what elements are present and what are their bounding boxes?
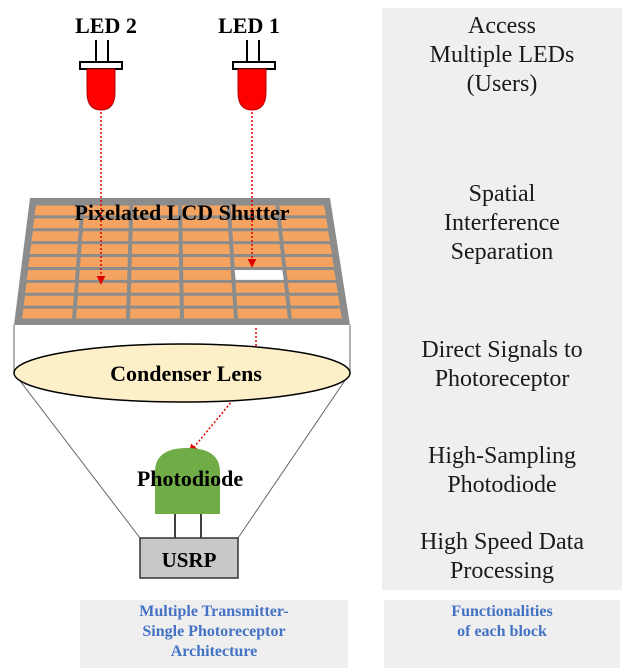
function-line: High Speed Data — [420, 529, 584, 555]
function-line: Separation — [450, 239, 554, 265]
shutter-pixel — [183, 282, 233, 293]
architecture-caption: Multiple Transmitter- Single Photorecept… — [80, 600, 348, 668]
shutter-pixel — [81, 231, 129, 242]
shutter-pixel — [233, 257, 283, 267]
shutter-pixel — [284, 257, 334, 267]
photodiode-label: Photodiode — [137, 466, 244, 491]
shutter-pixel — [286, 269, 336, 280]
shutter-pixel — [183, 269, 232, 280]
shutter-pixel — [279, 205, 326, 216]
function-line: (Users) — [466, 71, 538, 97]
shutter-pixel — [26, 269, 76, 280]
shutter-pixel — [232, 231, 280, 242]
shutter-pixel — [233, 244, 281, 255]
function-line: Direct Signals to — [421, 337, 583, 363]
shutter-pixel — [32, 218, 80, 229]
shutter-pixel — [182, 218, 229, 229]
shutter-pixel — [182, 205, 228, 216]
condenser-lens: Condenser Lens — [13, 343, 351, 403]
shutter-pixel-grid — [22, 205, 342, 319]
shutter-pixel — [130, 295, 180, 306]
shutter-pixel — [130, 308, 180, 319]
led-1-label: LED 1 — [218, 13, 280, 38]
shutter-pixel — [289, 295, 340, 306]
caption-line: Multiple Transmitter- — [139, 603, 289, 620]
shutter-pixel — [132, 218, 179, 229]
shutter-pixel — [236, 295, 287, 306]
shutter-pixel — [31, 231, 79, 242]
shutter-pixel — [29, 244, 78, 255]
caption-line: Architecture — [170, 643, 258, 660]
shutter-pixel — [287, 282, 338, 293]
shutter-pixel — [82, 218, 129, 229]
shutter-pixel — [182, 257, 231, 267]
shutter-pixel — [25, 282, 75, 293]
shutter-pixel — [23, 295, 74, 306]
function-line: Spatial — [468, 181, 536, 207]
led-1: LED 1 — [218, 13, 280, 111]
function-line: Processing — [450, 558, 554, 584]
function-line: Photodiode — [447, 472, 557, 498]
shutter-pixel — [77, 282, 128, 293]
shutter-label: Pixelated LCD Shutter — [74, 200, 289, 225]
shutter-pixel-open — [234, 269, 284, 280]
shutter-pixel — [83, 205, 130, 216]
shutter-pixel — [182, 231, 230, 242]
shutter-pixel — [80, 244, 129, 255]
shutter-pixel — [132, 205, 179, 216]
light-funnel — [13, 325, 351, 539]
shutter-pixel — [230, 205, 277, 216]
lens-label: Condenser Lens — [110, 361, 262, 386]
caption-line: Functionalities — [451, 603, 553, 620]
shutter-pixel — [76, 308, 127, 319]
function-data-processing: High Speed Data Processing — [382, 528, 622, 586]
function-access-leds: Access Multiple LEDs (Users) — [382, 12, 622, 99]
shutter-pixel — [231, 218, 279, 229]
shutter-pixel — [22, 308, 73, 319]
function-direct-signals: Direct Signals to Photoreceptor — [382, 336, 622, 394]
usrp-label: USRP — [162, 548, 217, 572]
shutter-pixel — [28, 257, 77, 267]
functionalities-caption: Functionalities of each block — [384, 600, 620, 668]
shutter-pixel — [79, 257, 128, 267]
shutter-pixel — [282, 231, 330, 242]
caption-line: of each block — [457, 623, 547, 640]
shutter-pixel — [131, 269, 180, 280]
shutter-pixel — [131, 257, 180, 267]
function-line: Photoreceptor — [434, 366, 570, 392]
function-spatial-separation: Spatial Interference Separation — [382, 180, 622, 267]
lcd-shutter: Pixelated LCD Shutter — [14, 198, 350, 325]
shutter-pixel — [78, 269, 128, 280]
shutter-pixel — [132, 231, 179, 242]
shutter-pixel — [183, 295, 234, 306]
shutter-pixel — [183, 308, 234, 319]
function-line: Access — [468, 13, 536, 39]
function-line: Interference — [444, 210, 560, 236]
led-2: LED 2 — [75, 13, 137, 111]
shutter-pixel — [290, 308, 342, 319]
shutter-pixel — [280, 218, 328, 229]
function-line: High-Sampling — [428, 443, 576, 469]
shutter-pixel — [34, 205, 81, 216]
shutter-pixel — [237, 308, 288, 319]
shutter-pixel — [130, 282, 180, 293]
caption-line: Single Photoreceptor — [142, 623, 286, 640]
usrp-box: USRP — [139, 537, 239, 579]
shutter-pixel — [283, 244, 332, 255]
functionality-panel: Access Multiple LEDs (Users) Spatial Int… — [382, 8, 622, 590]
led-2-label: LED 2 — [75, 13, 137, 38]
function-high-sampling: High-Sampling Photodiode — [382, 442, 622, 500]
shutter-pixel — [182, 244, 230, 255]
shutter-pixel — [131, 244, 179, 255]
photodiode: Photodiode — [137, 448, 244, 538]
shutter-pixel — [235, 282, 286, 293]
function-line: Multiple LEDs — [429, 42, 575, 68]
shutter-pixel — [76, 295, 127, 306]
